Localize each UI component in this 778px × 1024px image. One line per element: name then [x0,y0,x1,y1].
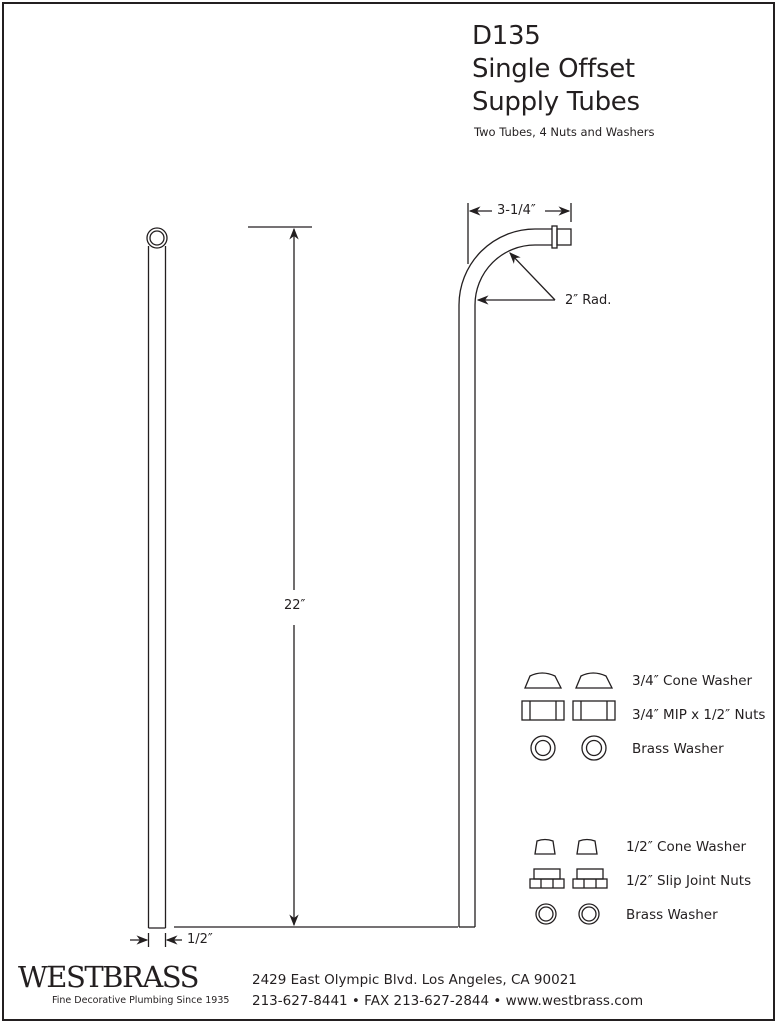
part-label-cone-washer-3-4: 3/4″ Cone Washer [632,673,753,689]
part-label-slip-joint-nuts: 1/2″ Slip Joint Nuts [626,873,752,889]
diameter-dimension [130,933,182,947]
model-number: D135 [472,21,541,51]
straight-tube-drawing [146,227,168,929]
mip-nut-icon [521,700,616,721]
bend-radius-label: 2″ Rad. [565,293,612,308]
company-contact: 213-627-8441 • FAX 213-627-2844 • www.we… [252,993,644,1009]
cone-washer-large-icon [524,672,614,689]
company-address: 2429 East Olympic Blvd. Los Angeles, CA … [252,972,577,988]
title-block: D135 Single Offset Supply Tubes Two Tube… [472,20,655,139]
brass-washer-large-icon [530,735,607,761]
brand-logo: WESTBRASS [18,960,200,994]
part-label-mip-nuts: 3/4″ MIP x 1/2″ Nuts [632,707,766,723]
cone-washer-small-icon [534,838,598,855]
subtitle: Two Tubes, 4 Nuts and Washers [474,125,655,139]
title-line-2: Supply Tubes [472,87,640,117]
offset-dimension [467,203,572,264]
brand-tagline: Fine Decorative Plumbing Since 1935 [52,995,230,1006]
length-label: 22″ [284,598,306,613]
part-label-brass-washer-3-4: Brass Washer [632,741,724,757]
title-line-1: Single Offset [472,54,635,84]
part-label-cone-washer-1-2: 1/2″ Cone Washer [626,839,747,855]
radius-dimension [476,252,556,305]
diameter-label: 1/2″ [187,932,213,947]
slip-joint-nut-icon [529,868,608,889]
brass-washer-small-icon [535,903,600,925]
part-label-brass-washer-1-2: Brass Washer [626,907,718,923]
offset-width-label: 3-1/4″ [497,203,536,218]
length-dimension [174,226,458,928]
offset-tube-drawing [458,225,572,928]
